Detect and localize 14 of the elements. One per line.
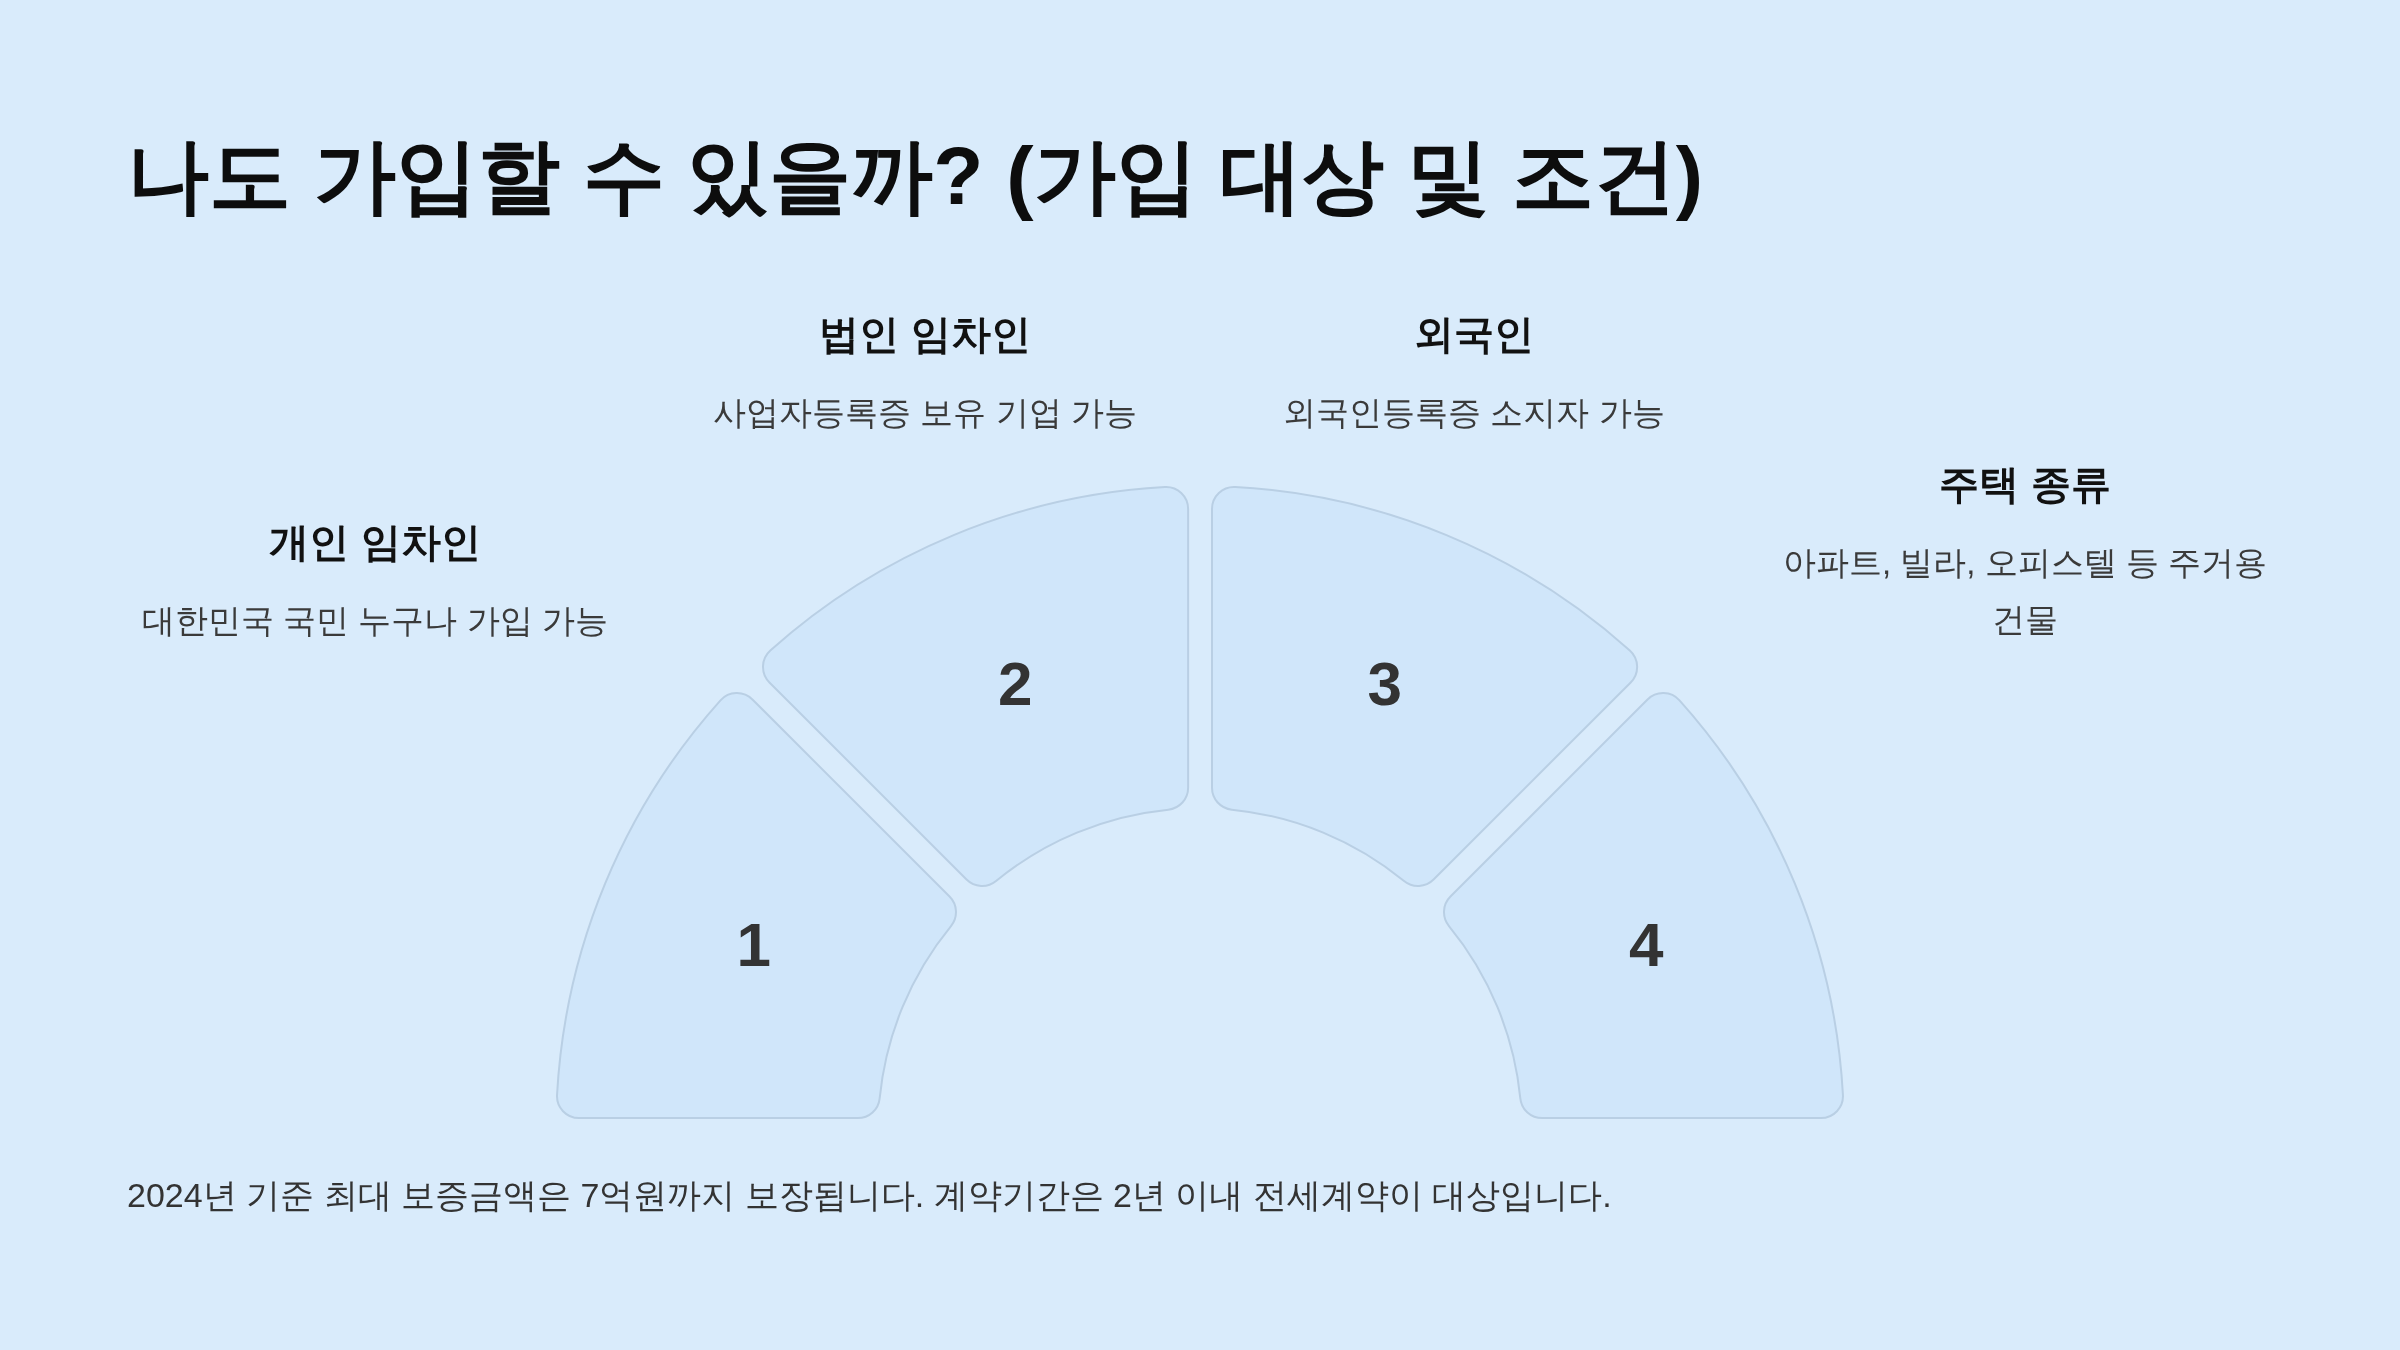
step-number: 3 (1367, 652, 1403, 715)
footnote: 2024년 기준 최대 보증금액은 7억원까지 보장됩니다. 계약기간은 2년 이내 전세계약이 대상입니다. (127, 1175, 1612, 1216)
segment-heading: 주택 종류 (1939, 461, 2111, 508)
step-number: 2 (997, 652, 1033, 715)
step-number: 4 (1629, 914, 1664, 977)
segment-description: 대한민국 국민 누구나 가입 가능 (142, 601, 608, 641)
segment-description: 사업자등록증 보유 기업 가능 (713, 393, 1137, 433)
segment-heading: 외국인 (1414, 311, 1534, 358)
segment-heading: 법인 임차인 (819, 311, 1031, 358)
diagram-title: 나도 가입할 수 있을까? (가입 대상 및 조건) (127, 129, 1704, 223)
step-number: 1 (736, 914, 771, 977)
segment-heading: 개인 임차인 (269, 519, 481, 566)
segment-description: 외국인등록증 소지자 가능 (1283, 393, 1665, 433)
segment-description: 아파트, 빌라, 오피스텔 등 주거용 건물 (1782, 543, 2268, 640)
